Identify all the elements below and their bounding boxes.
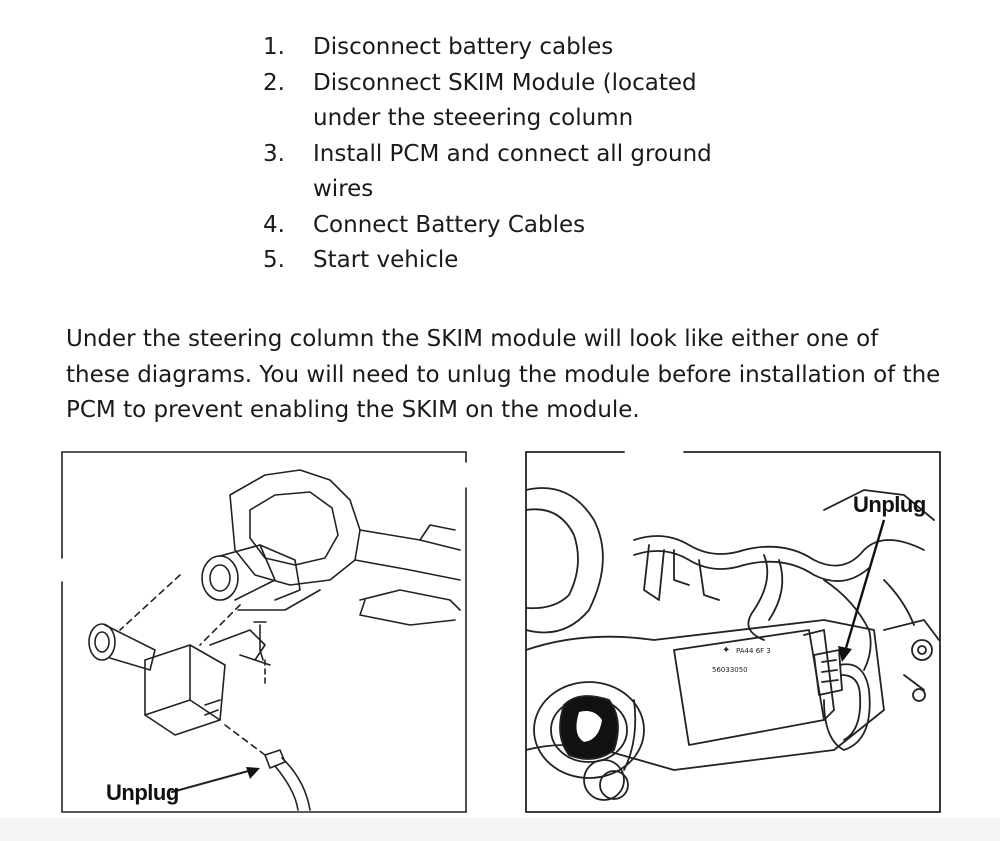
step-text: Install PCM and connect all ground wires — [313, 140, 712, 203]
module-marking-text: PA44 6F 3 — [736, 647, 771, 655]
page-bottom-margin — [0, 818, 1000, 841]
right-diagram: PA44 6F 3 56033050 ✦ Unplug — [524, 450, 944, 818]
step-item: 2. Disconnect SKIM Module (located under… — [263, 66, 733, 137]
module-marking-text: 56033050 — [712, 666, 748, 674]
step-text: Disconnect battery cables — [313, 34, 614, 60]
step-number: 5. — [263, 247, 285, 273]
step-item: 3. Install PCM and connect all ground wi… — [263, 137, 733, 208]
step-text: Disconnect SKIM Module (located under th… — [313, 69, 697, 132]
left-diagram: Unplug — [60, 450, 470, 818]
step-text: Connect Battery Cables — [313, 211, 586, 238]
step-number: 4. — [263, 211, 285, 238]
step-item: 1. Disconnect battery cables — [263, 30, 733, 66]
step-number: 3. — [263, 140, 285, 167]
instruction-steps: 1. Disconnect battery cables 2. Disconne… — [263, 30, 733, 279]
pentastar-logo-icon: ✦ — [722, 645, 730, 656]
explanation-paragraph: Under the steering column the SKIM modul… — [66, 326, 941, 423]
steering-column-illustration-right: PA44 6F 3 56033050 ✦ Unplug — [525, 451, 941, 813]
step-text: Start vehicle — [313, 247, 459, 273]
step-number: 1. — [263, 34, 285, 60]
unplug-label: Unplug — [853, 492, 926, 517]
unplug-label: Unplug — [106, 780, 179, 805]
step-number: 2. — [263, 69, 285, 96]
step-item: 5. Start vehicle — [263, 243, 733, 279]
steering-column-illustration-left: Unplug — [61, 451, 467, 813]
step-item: 4. Connect Battery Cables — [263, 208, 733, 244]
